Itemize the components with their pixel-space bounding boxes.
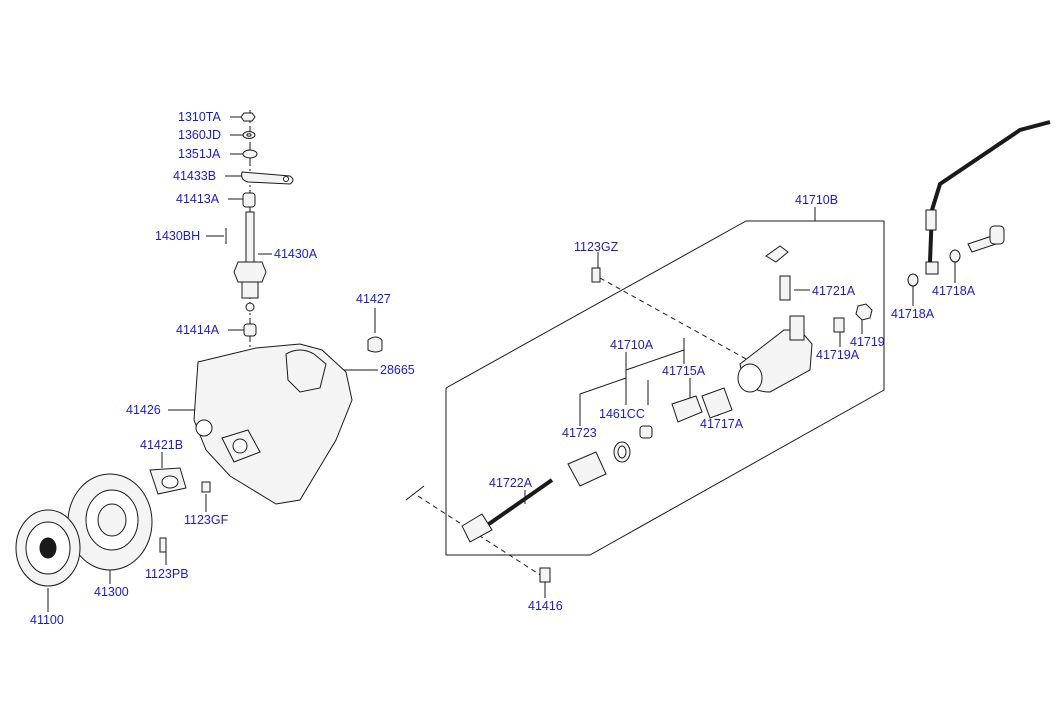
part-label-41717A[interactable]: 41717A [700, 417, 744, 431]
part-label-41721A[interactable]: 41721A [812, 284, 856, 298]
spring-41719A [833, 317, 845, 333]
dust-boot [567, 451, 607, 487]
nut-41719 [855, 303, 873, 321]
split-pin [405, 485, 425, 501]
piston-41715A [671, 395, 703, 423]
part-label-41718A-right[interactable]: 41718A [932, 284, 976, 298]
boot-41427 [367, 336, 383, 353]
cylinder-port [789, 315, 805, 341]
bolt-1123GZ [591, 267, 601, 283]
part-label-41719[interactable]: 41719 [850, 335, 885, 349]
axis-dash-2 [417, 495, 549, 581]
part-label-1123GZ[interactable]: 1123GZ [574, 240, 619, 254]
part-label-41710A[interactable]: 41710A [610, 338, 654, 352]
clip [765, 245, 789, 263]
washer-41718A-right [949, 249, 961, 263]
push-rod-41722A [484, 478, 554, 528]
part-label-41718A-left[interactable]: 41718A [891, 307, 935, 321]
boot-41717A [701, 387, 733, 419]
part-label-1360JD[interactable]: 1360JD [178, 128, 222, 142]
washer-1351JA [242, 149, 258, 159]
part-label-41433B[interactable]: 41433B [173, 169, 217, 183]
part-label-41719A[interactable]: 41719A [816, 348, 860, 362]
shift-fork-41430A [233, 261, 267, 283]
nut-1310TA [240, 112, 256, 122]
axis-dash-1 [599, 277, 767, 371]
part-label-41421B[interactable]: 41421B [140, 438, 184, 452]
part-label-41710B[interactable]: 41710B [795, 193, 839, 207]
part-label-1310TA[interactable]: 1310TA [178, 110, 221, 124]
part-label-41100[interactable]: 41100 [30, 613, 64, 627]
pipe-fitting [925, 209, 937, 231]
part-label-41430A[interactable]: 41430A [274, 247, 318, 261]
part-label-41427[interactable]: 41427 [356, 292, 391, 306]
part-label-41715A[interactable]: 41715A [662, 364, 706, 378]
part-label-1123GF[interactable]: 1123GF [184, 513, 229, 527]
part-label-41723[interactable]: 41723 [562, 426, 597, 440]
part-label-41300[interactable]: 41300 [94, 585, 129, 599]
part-label-41413A[interactable]: 41413A [176, 192, 220, 206]
bleeder-41721A [779, 275, 791, 301]
pin [245, 302, 255, 312]
bushing-41413A [242, 192, 256, 208]
washer-41718A-left [907, 273, 919, 287]
shaft-41430A [245, 211, 255, 263]
pin-41416 [539, 567, 551, 583]
part-label-41414A[interactable]: 41414A [176, 323, 220, 337]
part-label-1430BH[interactable]: 1430BH [155, 229, 201, 243]
bolt-1123GF [201, 481, 211, 493]
lever-41433B [241, 171, 294, 185]
housing-bracket-28665 [285, 349, 327, 393]
seal-41414A [243, 323, 257, 337]
transmission-housing-41426 [193, 343, 353, 505]
assembly-box [445, 220, 885, 556]
part-label-41416[interactable]: 41416 [528, 599, 563, 613]
part-label-41722A[interactable]: 41722A [489, 476, 533, 490]
part-label-41426[interactable]: 41426 [126, 403, 161, 417]
part-label-28665[interactable]: 28665 [380, 363, 415, 377]
pipe-end [925, 261, 939, 275]
clevis [461, 513, 493, 543]
part-label-1351JA[interactable]: 1351JA [178, 147, 221, 161]
leader-41710A-bracket [579, 338, 685, 426]
shaft-base [241, 281, 259, 299]
part-label-1123PB[interactable]: 1123PB [145, 567, 189, 581]
part-label-1461CC[interactable]: 1461CC [599, 407, 645, 421]
bolt-1123PB [159, 537, 167, 553]
seal-1461CC [639, 425, 653, 439]
